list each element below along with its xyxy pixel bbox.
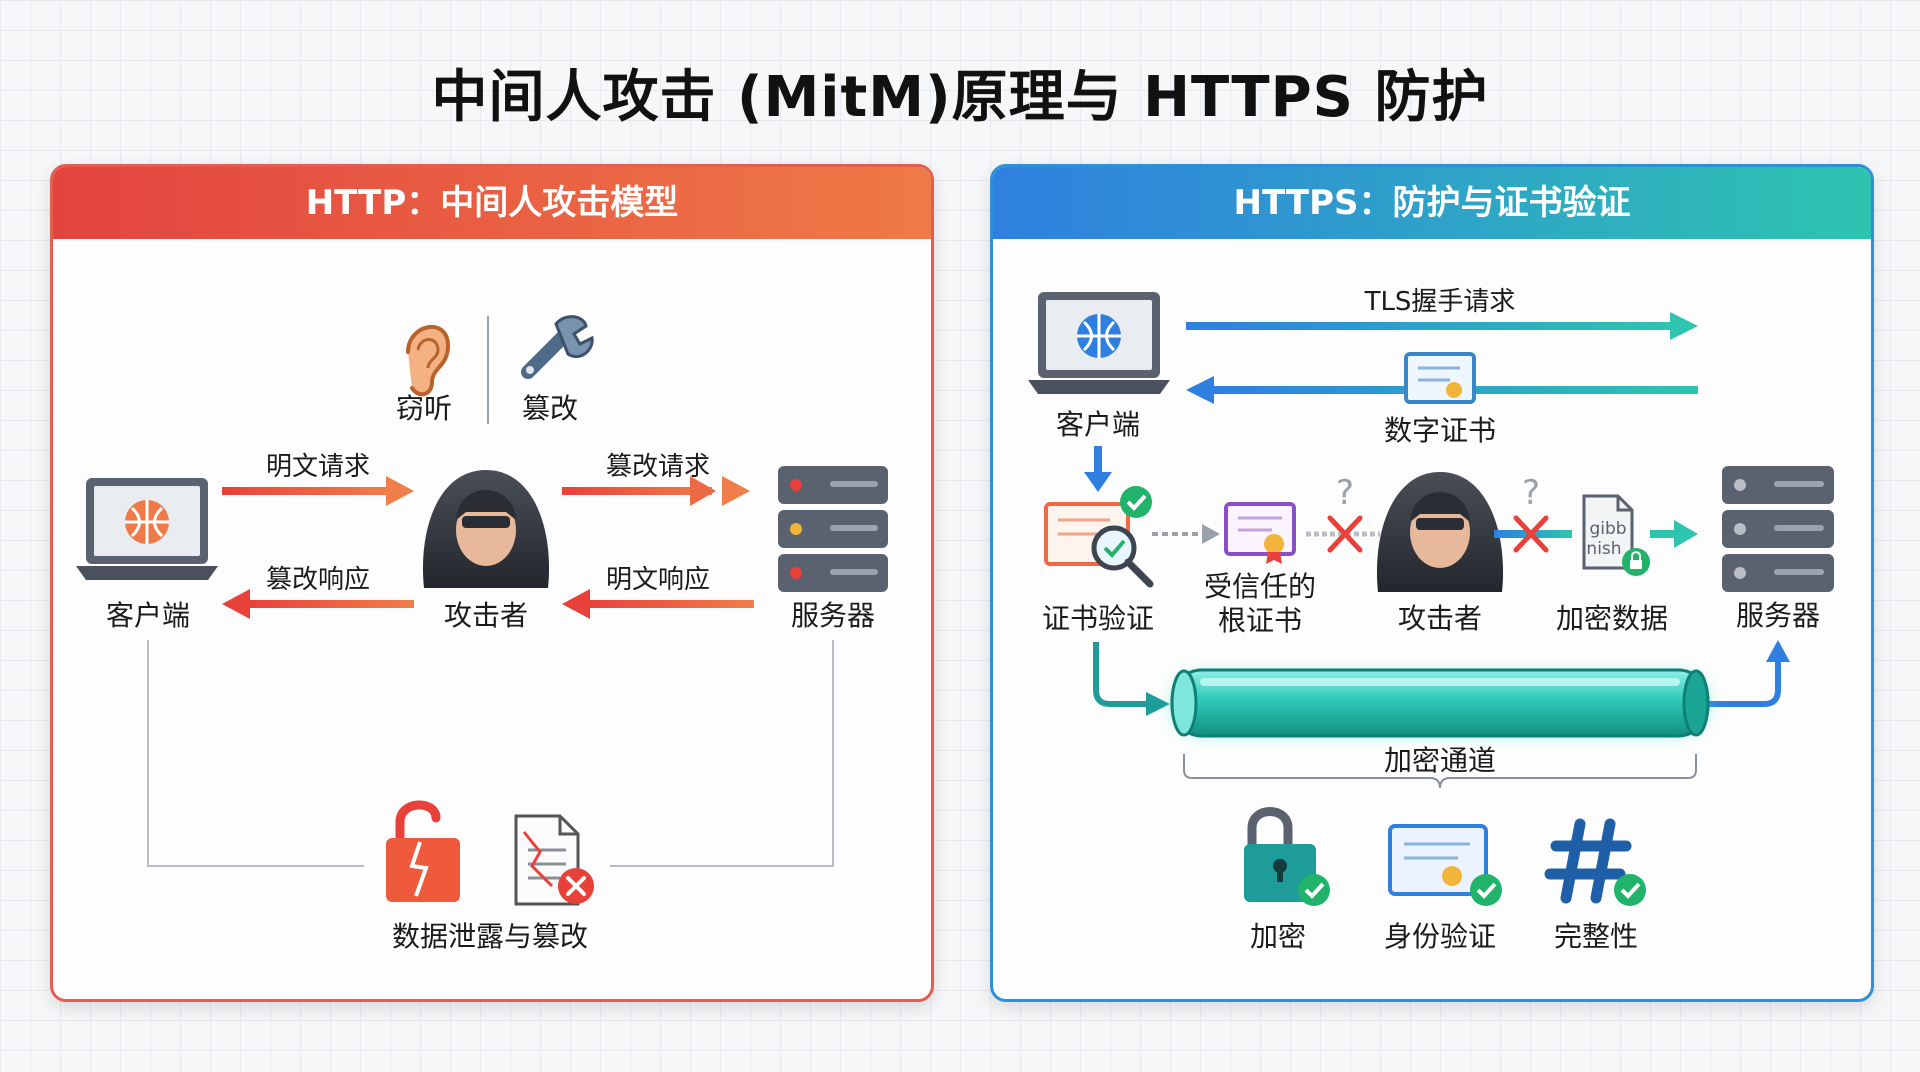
http-server-label: 服务器 — [791, 599, 875, 632]
tls-handshake-label: TLS握手请求 — [1364, 287, 1516, 317]
encrypted-tunnel — [1170, 668, 1710, 738]
http-panel-heading: HTTP：中间人攻击模型 — [53, 167, 931, 239]
hash-icon — [1544, 818, 1646, 906]
tunnel-entry-connector — [1093, 642, 1150, 707]
hacker-icon — [422, 470, 550, 588]
encrypted-data-label: 加密数据 — [1556, 602, 1668, 635]
https-server-label: 服务器 — [1736, 599, 1820, 632]
https-server-icon — [1722, 466, 1834, 592]
gibberish-line1: gibb — [1589, 519, 1626, 539]
laptop-icon — [76, 478, 218, 580]
tampered-response-arrow — [222, 589, 414, 619]
integrity-check-icon — [1614, 874, 1646, 906]
certificate-label: 数字证书 — [1384, 414, 1496, 447]
http-client-label: 客户端 — [106, 599, 190, 632]
client-down-arrow — [1084, 446, 1112, 492]
identity-certificate-icon — [1388, 824, 1502, 906]
trust-check-arrow — [1152, 524, 1220, 544]
gibberish-line2: nish — [1586, 539, 1621, 559]
tunnel-brace — [1183, 754, 1697, 789]
blocked-x-icon-left — [1327, 515, 1363, 553]
plain-response-label: 明文响应 — [606, 565, 710, 595]
http-attacker-label: 攻击者 — [444, 599, 528, 632]
https-panel-heading: HTTPS：防护与证书验证 — [993, 167, 1871, 239]
tampered-request-label: 篡改请求 — [606, 452, 710, 482]
certificate-icon — [1404, 352, 1476, 404]
blocked-x-icon-right — [1513, 515, 1549, 553]
cert-verify-label: 证书验证 — [1042, 602, 1154, 635]
ear-icon — [406, 325, 451, 397]
plain-request-label: 明文请求 — [266, 452, 370, 482]
https-client-label: 客户端 — [1056, 408, 1140, 441]
tamper-label: 篡改 — [522, 392, 578, 425]
plain-response-arrow — [562, 589, 754, 619]
wrench-icon — [521, 315, 594, 379]
https-laptop-icon — [1028, 292, 1170, 394]
question-mark-right: ? — [1522, 473, 1540, 513]
tampered-document-icon — [514, 814, 594, 906]
trusted-root-label-line2: 根证书 — [1218, 604, 1302, 637]
lock-icon — [1244, 807, 1330, 906]
eavesdrop-label: 窃听 — [396, 392, 452, 425]
encrypted-data-icon — [1582, 494, 1650, 576]
result-label: 数据泄露与篡改 — [392, 920, 588, 953]
blocked-link-right — [1494, 515, 1572, 553]
server-icon — [778, 466, 888, 592]
magnifier-icon — [1091, 525, 1137, 571]
client-result-connector — [147, 640, 364, 867]
verify-check-icon — [1120, 486, 1152, 518]
tunnel-exit-connector — [1706, 660, 1781, 707]
trusted-root-certificate-icon — [1224, 502, 1296, 564]
tampered-request-arrow — [562, 476, 750, 506]
feature-encryption-label: 加密 — [1250, 920, 1306, 953]
data-to-server-arrow — [1650, 520, 1698, 548]
tunnel-exit-arrowhead — [1766, 640, 1790, 662]
certificate-verify-icon — [1044, 486, 1154, 588]
broken-lock-icon — [386, 800, 460, 902]
plain-request-arrow — [222, 476, 414, 506]
tunnel-entry-arrowhead — [1146, 692, 1170, 716]
trusted-root-label-line1: 受信任的 — [1204, 570, 1316, 603]
tampered-response-label: 篡改响应 — [266, 565, 370, 595]
blocked-link-left — [1306, 515, 1380, 553]
https-hacker-icon — [1376, 472, 1504, 592]
tunnel-label: 加密通道 — [1384, 744, 1496, 777]
question-mark-left: ? — [1336, 473, 1354, 513]
encryption-check-icon — [1298, 874, 1330, 906]
feature-integrity-label: 完整性 — [1554, 920, 1638, 953]
https-attacker-label: 攻击者 — [1398, 602, 1482, 635]
page-title: 中间人攻击 (MitM)原理与 HTTPS 防护 — [431, 65, 1489, 130]
feature-authentication-label: 身份验证 — [1384, 920, 1496, 953]
server-result-connector — [610, 640, 834, 867]
tls-handshake-arrow — [1186, 312, 1698, 340]
authentication-check-icon — [1470, 874, 1502, 906]
